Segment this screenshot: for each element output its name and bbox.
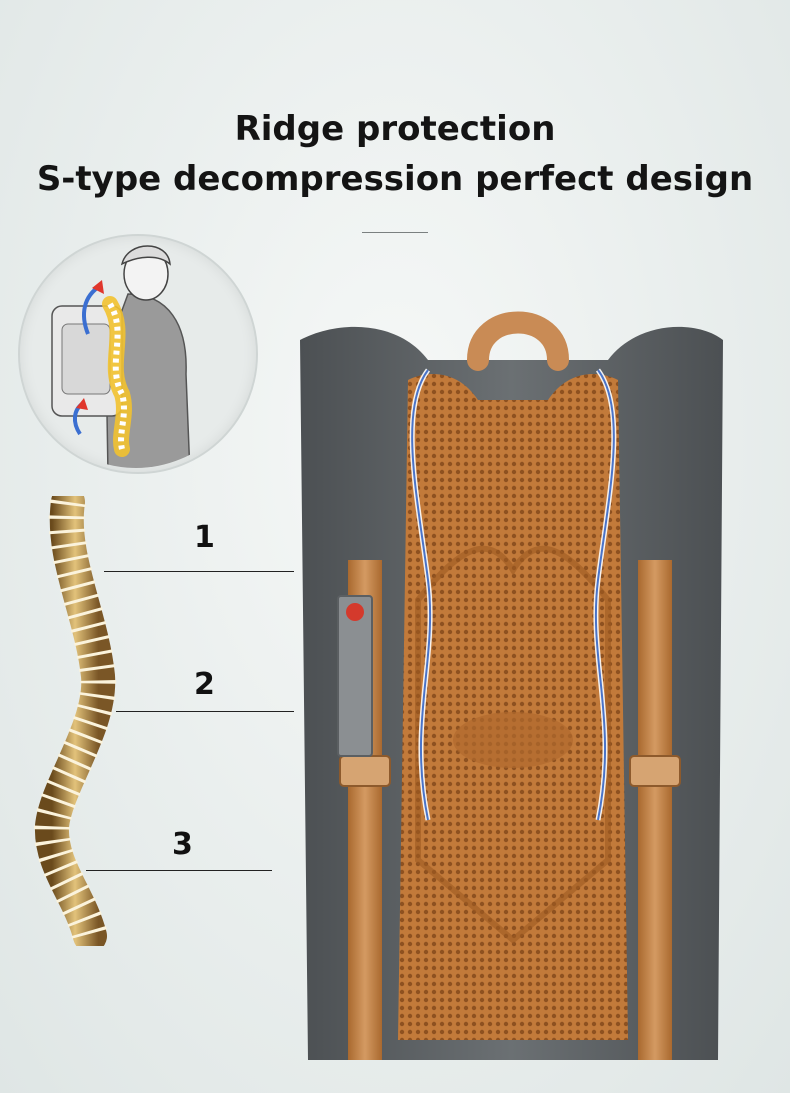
callout-2-line [116,711,294,712]
person-backpack-drawing [51,245,191,468]
callout-1-line [104,571,294,572]
callout-3-label: 3 [172,827,193,862]
callout-3-line [86,870,272,871]
headline-line-2: S-type decompression perfect design [36,159,754,199]
spine-illustration [33,496,117,946]
callout-1-label: 1 [194,520,215,555]
headline: Ridge protection S-type decompression pe… [0,104,790,204]
backpack-back-photo [300,311,723,1060]
headline-line-1: Ridge protection [234,109,556,149]
divider [362,232,428,233]
callout-2-label: 2 [194,667,215,702]
